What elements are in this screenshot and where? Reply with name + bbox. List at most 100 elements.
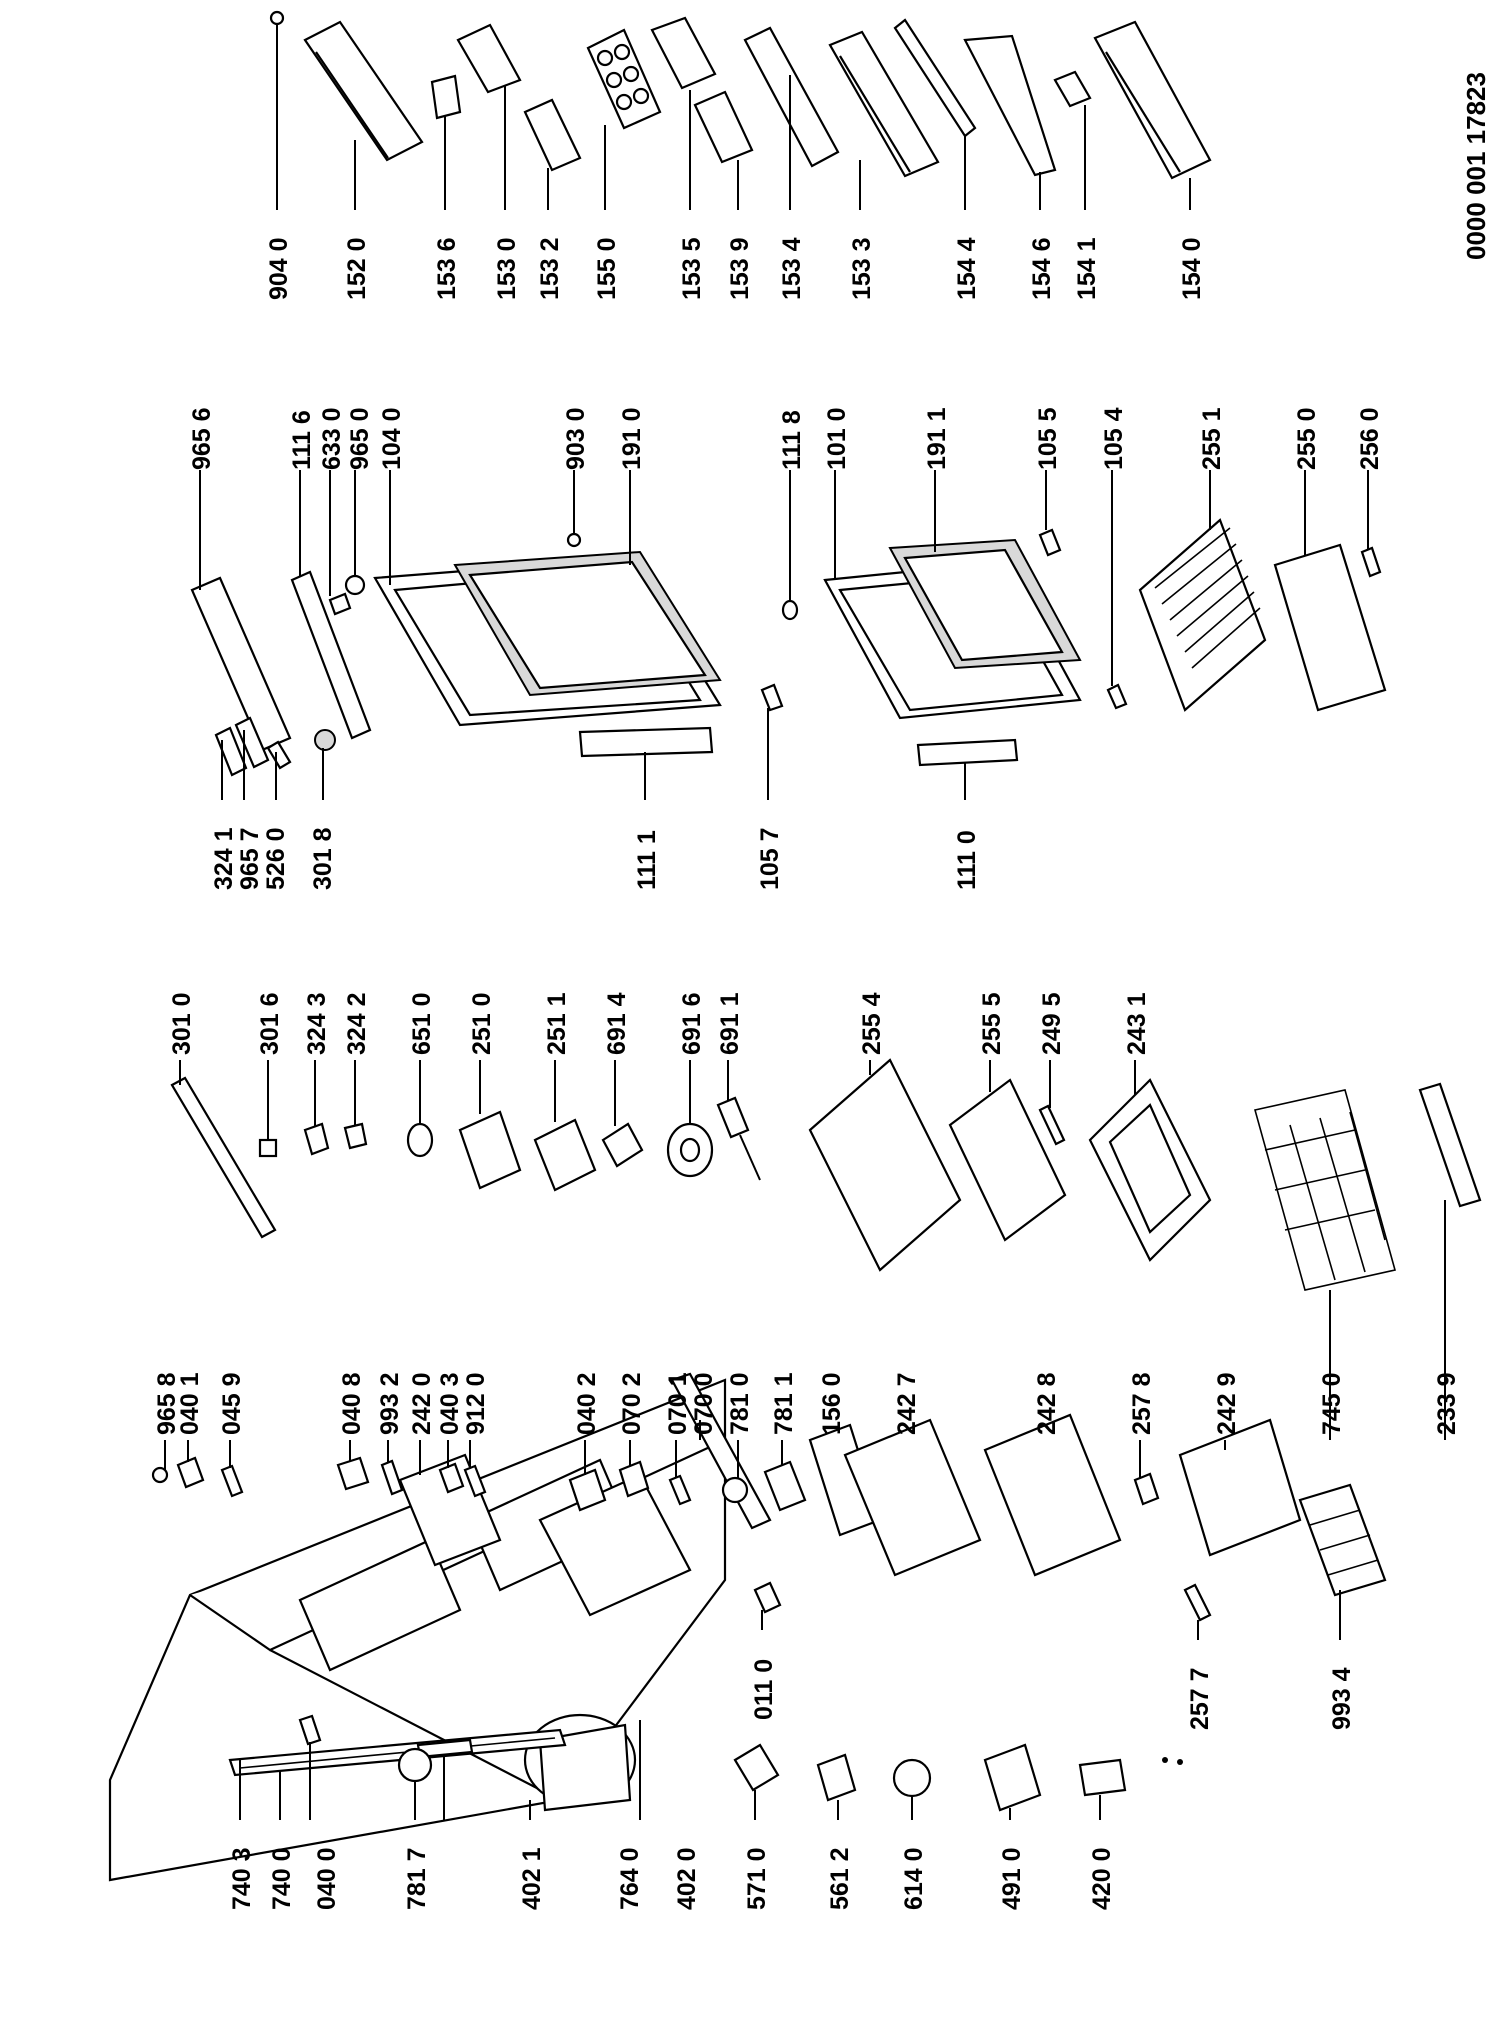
callout-402-1: 402 1 — [518, 1847, 546, 1910]
callout-965-7: 965 7 — [236, 827, 264, 890]
callout-257-8: 257 8 — [1128, 1372, 1156, 1435]
part-251-0 — [458, 1110, 522, 1190]
part-242-8-drawer — [983, 1413, 1122, 1577]
callout-153-2: 153 2 — [536, 237, 564, 300]
callout-633-0: 633 0 — [318, 407, 346, 470]
part-651-0 — [406, 1122, 434, 1158]
part-040-2 — [568, 1468, 607, 1512]
callout-912-0: 912 0 — [462, 1372, 490, 1435]
part-257-8 — [1133, 1472, 1160, 1506]
part-781-0 — [721, 1476, 749, 1504]
part-526-0 — [266, 740, 292, 770]
callout-111-8: 111 8 — [778, 410, 806, 470]
part-105-5 — [1038, 528, 1062, 557]
part-040-8 — [336, 1456, 370, 1491]
part-251-1 — [533, 1118, 597, 1192]
leader-lines — [164, 24, 1446, 1820]
part-040-1 — [176, 1456, 205, 1489]
callout-153-3: 153 3 — [848, 237, 876, 300]
part-965-6 — [190, 576, 292, 752]
part-561-2 — [816, 1753, 857, 1802]
callout-labels: 904 0 152 0 153 6 153 0 153 2 155 0 153 … — [153, 72, 1491, 1910]
part-691-4 — [601, 1122, 644, 1168]
callout-242-0: 242 0 — [408, 1372, 436, 1435]
callout-156-0: 156 0 — [818, 1372, 846, 1435]
callout-904-0: 904 0 — [265, 237, 293, 300]
part-256-0 — [1360, 546, 1382, 578]
part-491-0 — [983, 1743, 1042, 1812]
callout-111-0: 111 0 — [953, 830, 981, 890]
callout-242-8: 242 8 — [1033, 1372, 1061, 1435]
part-781-1 — [763, 1460, 807, 1512]
callout-040-0: 040 0 — [313, 1847, 341, 1910]
callout-111-6: 111 6 — [288, 410, 316, 470]
callout-153-6: 153 6 — [433, 237, 461, 300]
callout-691-4: 691 4 — [603, 992, 631, 1055]
door-and-shelf-parts — [190, 518, 1387, 777]
part-111-6 — [290, 570, 372, 740]
callout-105-7: 105 7 — [756, 827, 784, 890]
callout-104-0: 104 0 — [378, 407, 406, 470]
callout-111-1: 111 1 — [633, 830, 661, 890]
callout-993-4: 993 4 — [1328, 1667, 1356, 1730]
part-153-4 — [743, 26, 840, 168]
callout-040-3: 040 3 — [436, 1372, 464, 1435]
callout-191-1: 191 1 — [923, 407, 951, 470]
part-105-4 — [1106, 683, 1128, 710]
callout-993-2: 993 2 — [376, 1372, 404, 1435]
part-040-0 — [298, 1714, 322, 1746]
callout-781-1: 781 1 — [770, 1372, 798, 1435]
callout-614-0: 614 0 — [900, 1847, 928, 1910]
part-993-2 — [380, 1459, 404, 1496]
callout-040-8: 040 8 — [338, 1372, 366, 1435]
part-255-5-glass — [948, 1078, 1067, 1242]
callout-070-1: 070 1 — [664, 1372, 692, 1435]
part-070-2 — [618, 1460, 650, 1498]
part-242-7-drawer — [843, 1418, 982, 1577]
callout-561-2: 561 2 — [826, 1847, 854, 1910]
callout-242-9: 242 9 — [1213, 1372, 1241, 1435]
callout-651-0: 651 0 — [408, 992, 436, 1055]
part-153-3 — [828, 30, 940, 178]
callout-965-8: 965 8 — [153, 1372, 181, 1435]
callout-154-1: 154 1 — [1073, 237, 1101, 300]
part-301-0 — [170, 1076, 277, 1239]
part-153-9 — [693, 90, 754, 164]
callout-105-4: 105 4 — [1100, 407, 1128, 470]
interior-parts — [170, 1058, 1482, 1291]
callout-526-0: 526 0 — [262, 827, 290, 890]
callout-154-0: 154 0 — [1178, 237, 1206, 300]
callout-402-0: 402 0 — [673, 1847, 701, 1910]
callout-249-5: 249 5 — [1038, 992, 1066, 1055]
callout-420-0: 420 0 — [1088, 1847, 1116, 1910]
callout-070-2: 070 2 — [618, 1372, 646, 1435]
callout-781-0: 781 0 — [726, 1372, 754, 1435]
callout-691-1: 691 1 — [716, 992, 744, 1055]
part-111-1-hinge — [578, 726, 714, 758]
callout-191-0: 191 0 — [618, 407, 646, 470]
callout-740-0: 740 0 — [268, 1847, 296, 1910]
part-249-5 — [1038, 1104, 1066, 1146]
door-shelf-parts — [269, 10, 1212, 180]
callout-251-1: 251 1 — [543, 992, 571, 1055]
part-301-8 — [314, 729, 336, 751]
part-compressor-area — [538, 1473, 692, 1617]
callout-965-6: 965 6 — [188, 407, 216, 470]
part-903-0 — [566, 532, 582, 548]
part-324-3 — [303, 1122, 330, 1156]
callout-255-0: 255 0 — [1293, 407, 1321, 470]
part-614-0 — [892, 1758, 932, 1798]
callout-152-0: 152 0 — [343, 237, 371, 300]
callout-691-6: 691 6 — [678, 992, 706, 1055]
part-242-9-drawer — [1178, 1418, 1302, 1557]
callout-740-3: 740 3 — [228, 1847, 256, 1910]
callout-301-8: 301 8 — [309, 827, 337, 890]
part-912-0 — [463, 1464, 487, 1498]
part-324-1 — [214, 726, 248, 777]
part-993-4 — [1298, 1483, 1387, 1597]
callout-011-0: 011 0 — [750, 1659, 778, 1720]
part-965-8 — [151, 1466, 169, 1484]
part-233-9 — [1418, 1082, 1482, 1208]
part-153-6 — [430, 74, 462, 120]
